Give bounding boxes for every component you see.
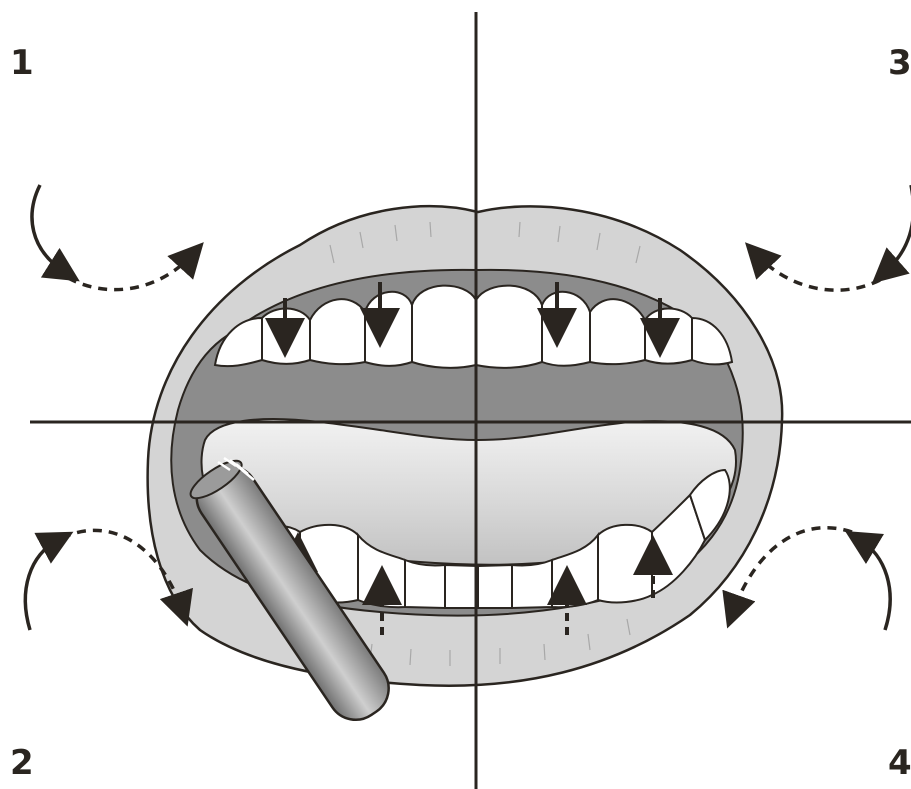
quadrant-label-3: 3 <box>888 43 911 83</box>
rotation-arrow-icon <box>860 540 890 630</box>
rotation-arrow-icon <box>757 255 880 290</box>
quadrant-label-4: 4 <box>888 743 911 783</box>
rotation-arrow-icon <box>885 185 911 272</box>
rotation-arrow-icon <box>68 255 192 290</box>
rotation-arrow-icon <box>25 540 58 630</box>
quadrant-label-2: 2 <box>10 743 34 783</box>
quadrant-label-1: 1 <box>10 43 34 83</box>
rotation-arrow-icon <box>32 185 65 272</box>
